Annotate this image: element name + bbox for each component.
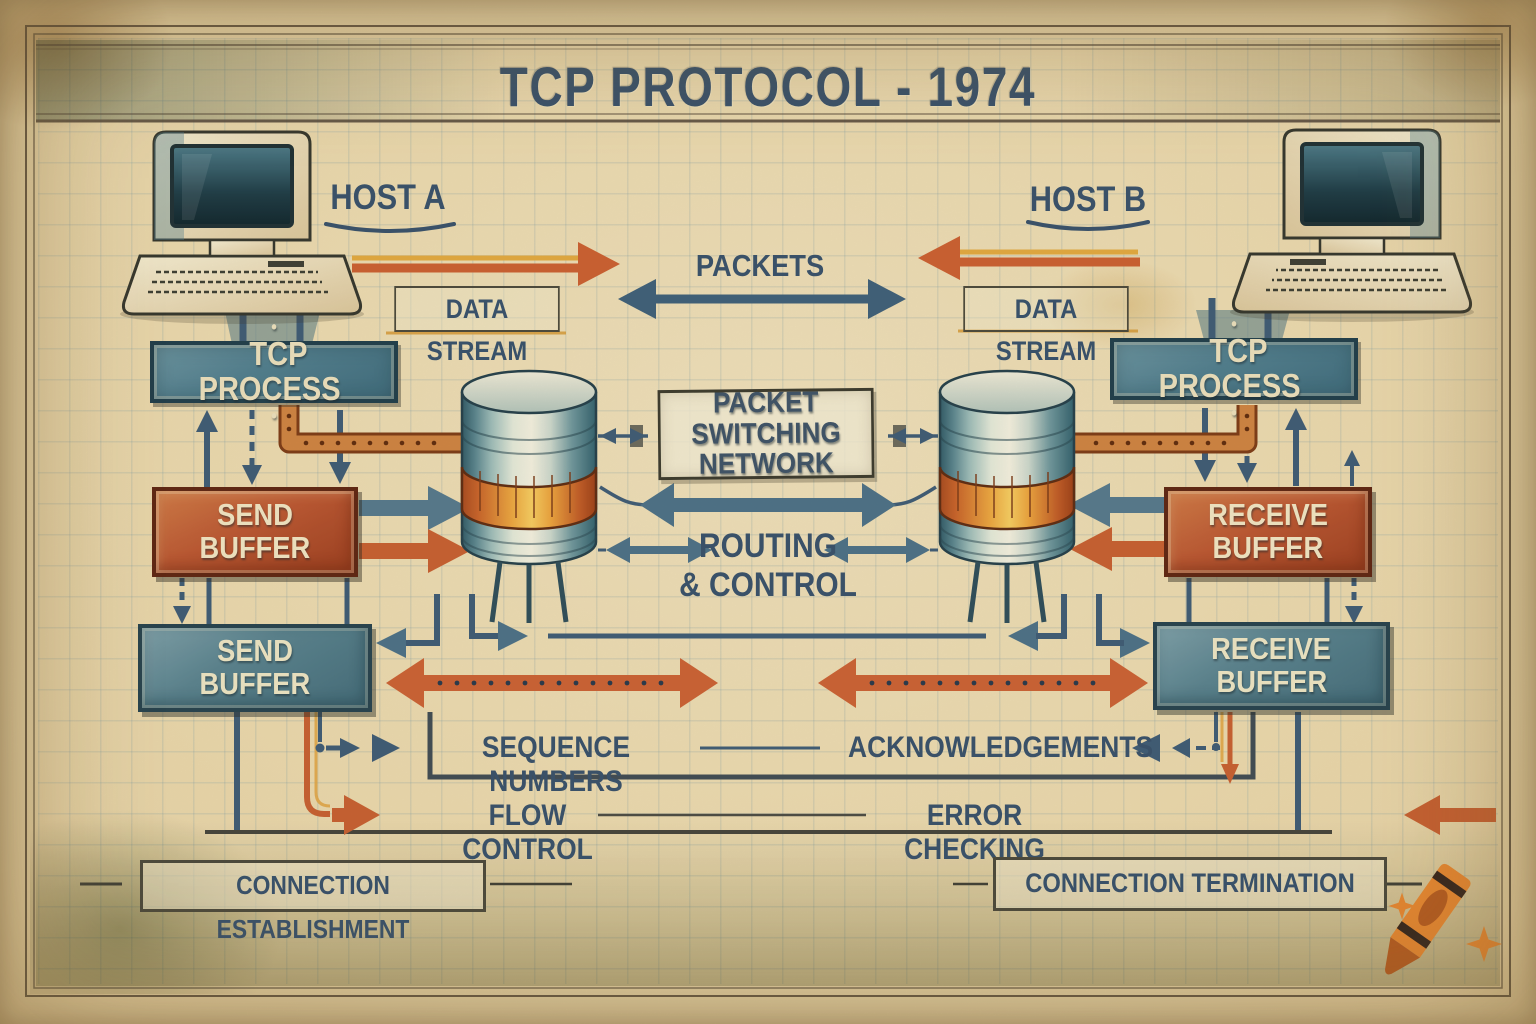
buffer-cylinder-arrows-left [359, 486, 470, 573]
send-buffer-line1: SEND [217, 633, 293, 669]
host-b-label: HOST B [1029, 180, 1147, 219]
tcp-process-label: TCP PROCESS [198, 335, 341, 407]
crayon-logo-icon [1385, 863, 1502, 975]
buffer-stack-wires-left [173, 578, 350, 624]
host-label-underlines [324, 220, 1150, 233]
network-cylinder-right-icon [940, 371, 1074, 623]
connection-establishment-label: CONNECTION ESTABLISHMENT [216, 870, 410, 944]
error-checking-arrow [1404, 795, 1496, 835]
host-a-tcp-process-box: • TCP PROCESS • [150, 318, 398, 425]
sequence-numbers-label: SEQUENCE NUMBERS [481, 731, 631, 798]
send-buffer-line2: BUFFER [199, 530, 311, 565]
connection-termination-box: CONNECTION TERMINATION [993, 857, 1387, 911]
send-buffer-line2: BUFFER [199, 666, 311, 701]
routing-control-label: ROUTING & CONTROL [650, 527, 886, 605]
host-a-computer-icon [118, 130, 366, 326]
receive-buffer-line2: BUFFER [1216, 664, 1327, 699]
host-b-receive-buffer-box-2: RECEIVE BUFFER [1153, 622, 1390, 710]
tcp-process-label: TCP PROCESS [1158, 332, 1301, 404]
flow-control-arrow [332, 795, 380, 835]
acknowledgements-label: ACKNOWLEDGEMENTS [848, 731, 1154, 764]
flow-control-label: FLOW CONTROL [462, 799, 593, 866]
connection-termination-label: CONNECTION TERMINATION [1025, 868, 1355, 898]
host-b-tcp-process-box: • TCP PROCESS • [1110, 315, 1358, 422]
packets-label: PACKETS [695, 248, 825, 283]
host-a-data-stream-label: DATA STREAM [394, 286, 560, 366]
retransmit-arrows [386, 658, 1148, 708]
host-a-send-buffer-box: SEND BUFFER [152, 487, 358, 577]
label-dot: • [1231, 402, 1237, 423]
psn-label-line1: PACKET SWITCHING [691, 386, 841, 451]
psn-label-line2: NETWORK [698, 447, 834, 481]
receive-buffer-line2: BUFFER [1212, 530, 1324, 565]
routing-label-line1: ROUTING [699, 527, 837, 565]
sequence-numbers-arrow [315, 734, 400, 762]
host-a-label: HOST A [330, 178, 446, 217]
inter-node-arrow [599, 483, 937, 527]
packet-switching-network-box: PACKET SWITCHING NETWORK [657, 386, 875, 481]
receive-buffer-line1: RECEIVE [1211, 631, 1332, 667]
send-buffer-line1: SEND [217, 497, 293, 533]
buffer-stack-wires-right [1186, 578, 1363, 624]
sparkle-icon [1466, 926, 1502, 962]
host-b-computer-icon [1228, 128, 1476, 324]
host-a-send-buffer-box-2: SEND BUFFER [138, 624, 372, 712]
connection-establishment-box: CONNECTION ESTABLISHMENT [140, 860, 486, 944]
receive-buffer-line1: RECEIVE [1208, 497, 1328, 533]
host-b-data-stream-label: DATA STREAM [963, 286, 1129, 366]
packets-arrow [618, 279, 906, 319]
page-title: TCP PROTOCOL - 1974 [499, 55, 1037, 118]
label-dot: • [271, 405, 277, 426]
host-b-receive-buffer-box: RECEIVE BUFFER [1164, 487, 1372, 577]
network-cylinder-left-icon [462, 371, 596, 623]
routing-label-line2: & CONTROL [679, 566, 857, 605]
buffer-cylinder-arrows-right [1068, 483, 1168, 571]
